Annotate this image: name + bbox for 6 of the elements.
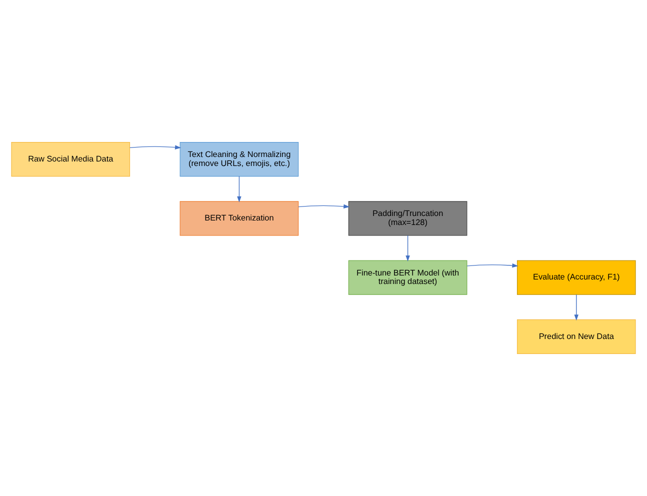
arrow xyxy=(406,235,410,262)
arrow xyxy=(466,263,518,268)
arrow xyxy=(130,145,182,150)
arrow xyxy=(574,294,578,321)
arrow xyxy=(237,176,242,202)
arrow xyxy=(298,204,350,209)
